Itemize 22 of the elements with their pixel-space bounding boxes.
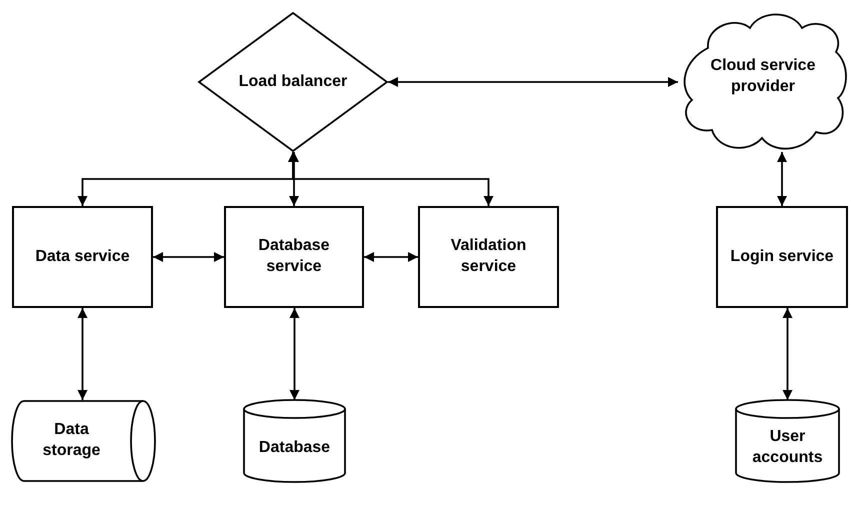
node-label: Cloud service provider xyxy=(710,56,816,97)
node-label: Load balancer xyxy=(238,72,348,92)
double-arrow xyxy=(288,152,494,206)
node-label: Data service xyxy=(35,246,130,267)
double-arrow xyxy=(782,308,792,400)
node-label: Database service xyxy=(257,236,331,277)
process-box xyxy=(418,206,559,308)
double-arrow xyxy=(78,308,88,400)
double-arrow xyxy=(290,308,300,400)
process-box xyxy=(716,206,848,308)
node-label: User accounts xyxy=(751,427,824,468)
double-arrow xyxy=(289,152,299,206)
node-label: Validation service xyxy=(450,236,528,277)
node-label: Login service xyxy=(730,246,834,267)
process-box xyxy=(224,206,364,308)
double-arrow xyxy=(777,152,787,206)
double-arrow xyxy=(388,77,678,87)
node-label: Database xyxy=(258,438,330,458)
process-box xyxy=(12,206,153,308)
double-arrow xyxy=(153,252,224,262)
node-label: Data storage xyxy=(42,420,102,461)
double-arrow xyxy=(364,252,418,262)
